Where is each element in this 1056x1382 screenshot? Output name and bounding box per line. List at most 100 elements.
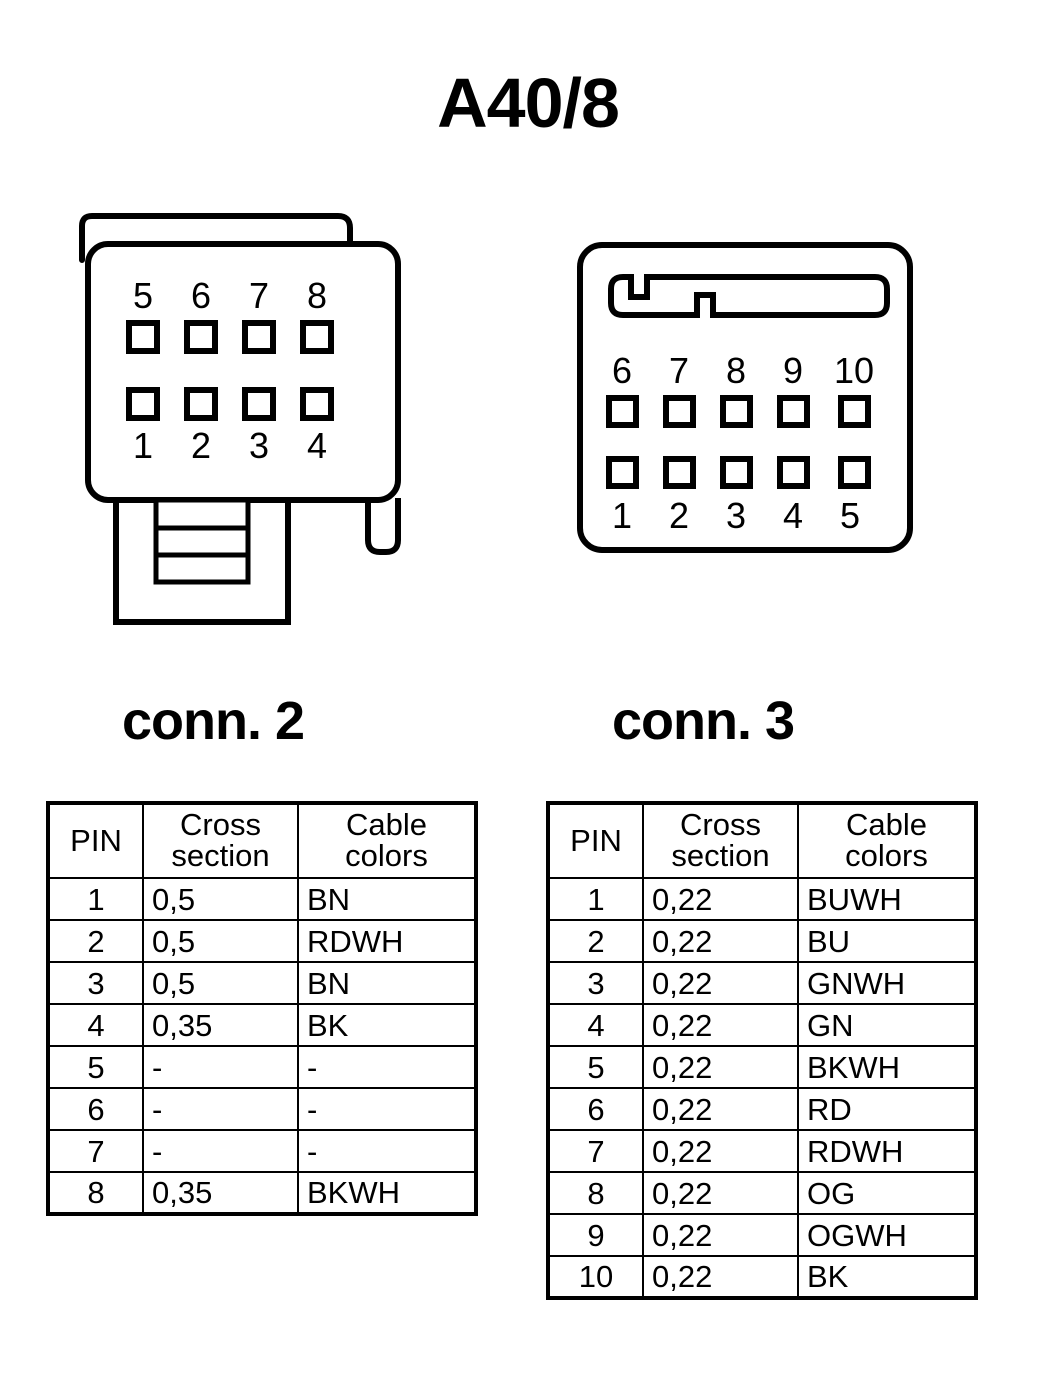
cell-cross-section: 0,22	[642, 877, 799, 921]
cell-pin: 8	[547, 1171, 644, 1215]
cell-cross-section: 0,22	[642, 1003, 799, 1047]
connector-2-pin-label-1: 1	[133, 425, 153, 466]
cell-cable-colors: RDWH	[797, 1129, 977, 1173]
connector-3-pin-cavity-1	[606, 456, 639, 489]
column-header-pin: PIN	[547, 802, 644, 879]
cell-cable-colors: -	[297, 1129, 477, 1173]
connector-3-pin-label-2: 2	[669, 495, 689, 536]
cell-cross-section: 0,5	[142, 877, 299, 921]
cell-pin: 5	[47, 1045, 144, 1089]
cell-cross-section: 0,22	[642, 1171, 799, 1215]
table-row: 5--	[47, 1045, 477, 1089]
column-header-pin-line1: PIN	[70, 822, 122, 858]
connector-2-pin-label-8: 8	[307, 275, 327, 316]
connector-2-pin-label-5: 5	[133, 275, 153, 316]
cell-cross-section: 0,22	[642, 1129, 799, 1173]
column-header-cross-section-line1: Cross	[180, 807, 261, 842]
connector-3-pin-label-1: 1	[612, 495, 632, 536]
cell-cross-section: 0,22	[642, 1087, 799, 1131]
connector-3-pin-cavity-6	[606, 395, 639, 428]
cell-cable-colors: BKWH	[297, 1171, 477, 1215]
connector-3-pin-label-9: 9	[783, 350, 803, 391]
cell-cross-section: 0,22	[642, 1255, 799, 1299]
connector-3-keyed-slot	[608, 274, 890, 318]
cell-cable-colors: BU	[797, 919, 977, 963]
cell-pin: 9	[547, 1213, 644, 1257]
connector-3-pin-label-7: 7	[669, 350, 689, 391]
column-header-cross-section-line2: section	[671, 838, 770, 873]
connector-2-pin-cavity-5	[126, 320, 160, 354]
column-header-cable-colors-line1: Cable	[346, 807, 427, 842]
cell-pin: 7	[547, 1129, 644, 1173]
connector-2-table-head: PIN Cross section Cable colors	[47, 802, 477, 879]
cell-cable-colors: GN	[797, 1003, 977, 1047]
cell-cable-colors: GNWH	[797, 961, 977, 1005]
connector-3-pin-label-10: 10	[834, 350, 874, 391]
connector-3-pin-label-3: 3	[726, 495, 746, 536]
table-row: 6--	[47, 1087, 477, 1131]
cell-pin: 10	[547, 1255, 644, 1299]
column-header-cable-colors: Cable colors	[797, 802, 977, 879]
connector-2-pin-cavity-1	[126, 387, 160, 421]
cell-cable-colors: OG	[797, 1171, 977, 1215]
column-header-pin-line1: PIN	[570, 822, 622, 858]
connector-3-pin-label-5: 5	[840, 495, 860, 536]
connector-2-drawing: 5 6 7 8 1 2 3 4	[79, 213, 401, 625]
table-header-row: PIN Cross section Cable colors	[547, 802, 977, 879]
connector-2-pin-label-3: 3	[249, 425, 269, 466]
cell-cross-section: -	[142, 1045, 299, 1089]
connector-3-pin-cavity-7	[663, 395, 696, 428]
cell-cable-colors: -	[297, 1087, 477, 1131]
cell-pin: 1	[47, 877, 144, 921]
cell-cross-section: -	[142, 1129, 299, 1173]
connector-3-drawing: 6 7 8 9 10 1 2 3 4 5	[577, 242, 913, 553]
connector-2-pin-label-6: 6	[191, 275, 211, 316]
connector-2-pin-cavity-8	[300, 320, 334, 354]
connector-3-heading: conn. 3	[612, 691, 795, 751]
connector-2-pin-label-2: 2	[191, 425, 211, 466]
cell-cross-section: 0,22	[642, 1045, 799, 1089]
cell-cross-section: 0,22	[642, 961, 799, 1005]
cell-pin: 7	[47, 1129, 144, 1173]
cell-cable-colors: BN	[297, 877, 477, 921]
cell-pin: 1	[547, 877, 644, 921]
connector-3-pin-cavity-10	[838, 395, 871, 428]
cell-cable-colors: BKWH	[797, 1045, 977, 1089]
cell-cable-colors: BUWH	[797, 877, 977, 921]
column-header-cable-colors-line2: colors	[845, 838, 928, 873]
cell-pin: 8	[47, 1171, 144, 1215]
cell-cross-section: 0,35	[142, 1003, 299, 1047]
column-header-cross-section: Cross section	[142, 802, 299, 879]
cell-pin: 3	[547, 961, 644, 1005]
cell-cable-colors: RDWH	[297, 919, 477, 963]
cell-cross-section: 0,22	[642, 1213, 799, 1257]
connector-3-pin-cavity-5	[838, 456, 871, 489]
connector-2-pin-cavity-6	[184, 320, 218, 354]
connector-3-pin-cavity-2	[663, 456, 696, 489]
connector-2-heading: conn. 2	[122, 691, 305, 751]
connector-3-pin-cavity-4	[777, 456, 810, 489]
connector-2-pin-label-4: 4	[307, 425, 327, 466]
cell-cross-section: 0,22	[642, 919, 799, 963]
cell-cable-colors: -	[297, 1045, 477, 1089]
cell-cross-section: 0,5	[142, 961, 299, 1005]
connector-2-pin-cavity-4	[300, 387, 334, 421]
cell-pin: 4	[47, 1003, 144, 1047]
cell-cross-section: -	[142, 1087, 299, 1131]
cell-cross-section: 0,5	[142, 919, 299, 963]
column-header-pin: PIN	[47, 802, 144, 879]
